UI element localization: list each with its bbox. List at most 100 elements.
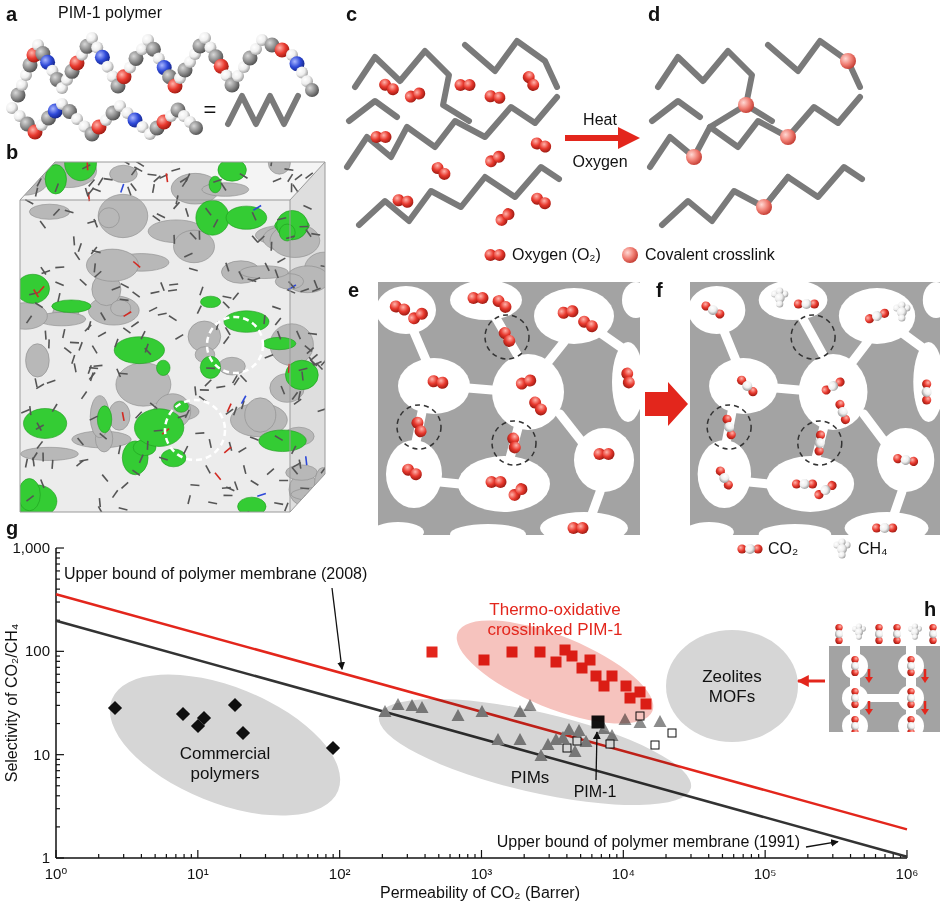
bond-stick	[209, 439, 211, 448]
bond-stick	[253, 206, 261, 211]
region-shape	[666, 630, 798, 742]
membrane-before	[372, 280, 650, 544]
bond-stick	[133, 292, 140, 297]
oxygen-molecule	[506, 432, 521, 455]
bond-stick	[240, 174, 248, 179]
bond-stick	[91, 372, 94, 381]
co2-molecule	[820, 375, 847, 396]
pore	[898, 713, 924, 732]
bond-stick	[104, 179, 113, 180]
bond-stick	[94, 365, 103, 367]
atom	[875, 630, 883, 638]
x-tick	[339, 850, 340, 858]
polymer-model	[6, 32, 319, 142]
y-tick	[56, 692, 60, 693]
line-label: Upper bound of polymer membrane (2008)	[64, 565, 367, 583]
bond-stick	[305, 496, 313, 500]
bond-stick	[90, 416, 98, 420]
bond-stick	[100, 433, 107, 439]
oxygen-molecule	[406, 306, 430, 327]
bond-stick	[36, 188, 38, 197]
atom	[780, 129, 796, 145]
pore-surface	[245, 398, 276, 432]
bond-stick	[190, 233, 196, 240]
co2-molecule	[851, 688, 859, 708]
pore-window	[776, 388, 799, 390]
oxygen-molecule	[594, 448, 615, 460]
flow-arrowhead	[921, 677, 929, 683]
x-tick	[591, 854, 592, 858]
bond-stick	[295, 174, 302, 180]
y-tick	[56, 785, 60, 786]
y-tick	[56, 770, 60, 771]
oxygen-molecule	[388, 299, 412, 317]
bond-stick	[91, 247, 97, 254]
bond-stick	[267, 469, 274, 475]
flow-arrowhead	[921, 709, 929, 715]
cube-front	[20, 200, 290, 512]
bond-stick	[239, 448, 247, 453]
co2-molecule	[737, 544, 762, 554]
pore	[450, 282, 522, 320]
pore-surface-green	[224, 311, 269, 333]
pore-window	[496, 318, 518, 356]
x-tick	[864, 854, 865, 858]
bond-stick	[224, 447, 231, 453]
atom	[898, 314, 905, 321]
bond-stick	[299, 391, 301, 400]
pore-surfaces	[0, 146, 348, 518]
tick-label: 10⁴	[612, 865, 635, 882]
pore	[923, 282, 940, 318]
bond-stick	[258, 236, 265, 242]
oxygen-molecule	[490, 293, 514, 316]
co2-molecule	[792, 479, 817, 489]
flow-arrow	[924, 701, 927, 710]
y-tick	[56, 777, 60, 778]
x-tick	[758, 854, 759, 858]
open-square-marker	[651, 741, 659, 749]
co2-molecule	[699, 299, 726, 320]
bond-stick	[122, 412, 124, 421]
bond-stick	[94, 219, 97, 227]
legend-label: CH₄	[858, 540, 888, 558]
bond-stick	[274, 503, 283, 505]
x-tick	[166, 854, 167, 858]
pore-surface-green	[259, 430, 307, 452]
co2-molecule	[814, 430, 826, 456]
highlight-circle	[207, 317, 263, 373]
atom	[538, 139, 553, 154]
atom	[801, 299, 811, 309]
bond-stick	[41, 267, 46, 274]
x-tick	[850, 854, 851, 858]
co2-molecule	[851, 656, 859, 676]
bond-stick	[85, 188, 88, 197]
bond-stick	[314, 280, 317, 288]
bond-stick	[251, 481, 259, 486]
bond-stick	[153, 216, 160, 221]
bond-stick	[26, 459, 28, 468]
tick-label: 1	[42, 849, 50, 866]
bond-stick	[55, 282, 63, 285]
x-tick	[382, 854, 383, 858]
pore-surface-green	[279, 224, 295, 241]
bond-stick	[79, 460, 88, 462]
atom	[776, 300, 783, 307]
pore-surface	[3, 303, 47, 330]
leader-line	[332, 588, 342, 669]
bond-stick	[321, 359, 327, 366]
pore-surface-green	[201, 296, 221, 307]
atom	[745, 544, 755, 554]
bond-stick	[285, 503, 288, 511]
bond-stick	[121, 482, 128, 488]
legend-label: Oxygen (O₂)	[512, 246, 601, 264]
co2-molecule	[872, 523, 897, 533]
bond-stick	[145, 348, 151, 355]
bond-stick	[169, 283, 178, 286]
pore-surface-green	[157, 360, 171, 375]
oxygen-molecule	[486, 476, 507, 488]
bond-stick	[321, 466, 326, 473]
atom	[412, 86, 427, 101]
x-tick	[875, 854, 876, 858]
bond-stick	[157, 214, 165, 218]
triangle-marker	[654, 715, 667, 727]
